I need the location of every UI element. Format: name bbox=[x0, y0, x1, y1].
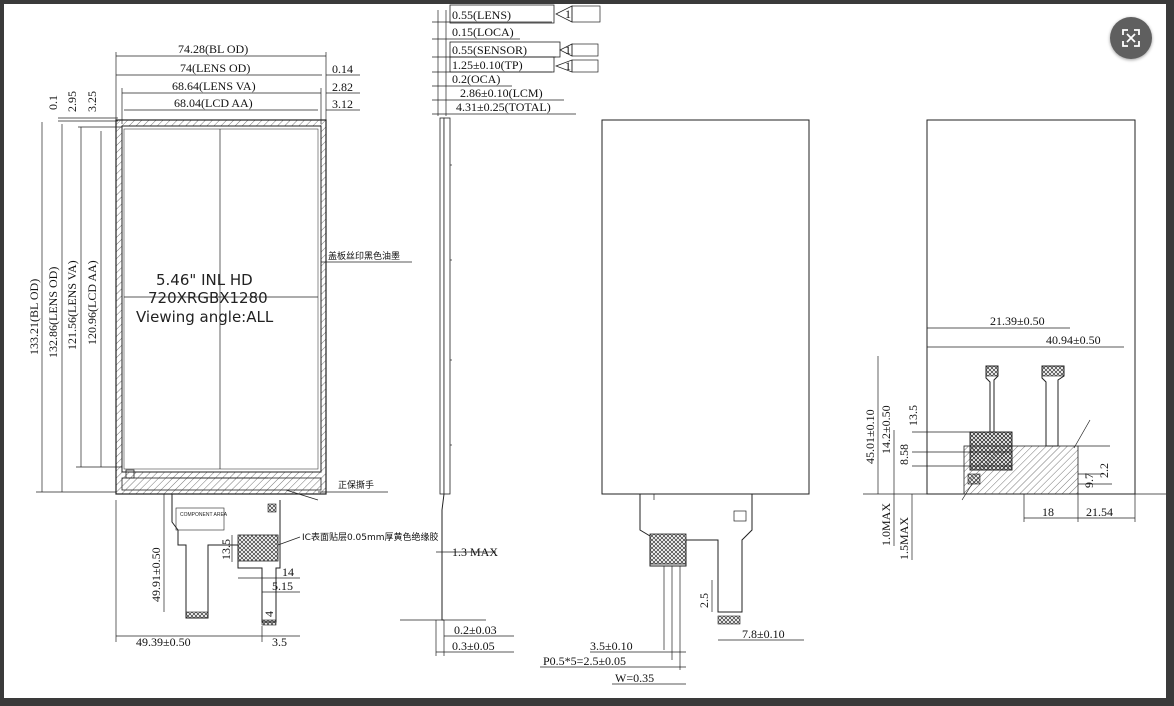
flag-lens: 1 bbox=[565, 7, 571, 21]
dim-right-14-2: 14.2±0.50 bbox=[879, 405, 893, 454]
layer-oca: 0.2(OCA) bbox=[452, 72, 500, 86]
dim-right-2-2: 2.2 bbox=[1097, 463, 1111, 478]
layer-tp: 1.25±0.10(TP) bbox=[452, 58, 523, 72]
dim-right-1-5max: 1.5MAX bbox=[897, 517, 911, 560]
dim-right-3-12: 3.12 bbox=[332, 97, 353, 111]
dim-lcd-aa-height: 120.96(LCD AA) bbox=[85, 260, 99, 345]
dim-right-21-54: 21.54 bbox=[1086, 505, 1113, 519]
note-black-ink: 盖板丝印黑色油墨 bbox=[328, 250, 400, 262]
layer-sensor: 0.55(SENSOR) bbox=[452, 43, 527, 57]
dim-fpc-length: 49.91±0.50 bbox=[149, 547, 163, 602]
right-detail-view: 21.39±0.50 40.94±0.50 45.01±0.10 14.2±0.… bbox=[863, 119, 1166, 560]
layer-total: 4.31±0.25(TOTAL) bbox=[456, 100, 551, 114]
dim-right-18: 18 bbox=[1042, 505, 1054, 519]
dim-fpc-thickness-max: 1.3 MAX bbox=[452, 545, 498, 559]
dim-right-2-82: 2.82 bbox=[332, 80, 353, 94]
dim-top-3-25: 3.25 bbox=[85, 91, 99, 112]
dim-lcd-aa-width: 68.04(LCD AA) bbox=[174, 96, 253, 110]
note-ic-insulation: IC表面贴层0.05mm厚黄色绝缘胶 bbox=[302, 531, 439, 543]
close-image-button[interactable] bbox=[1110, 17, 1152, 59]
dim-right-45-01: 45.01±0.10 bbox=[863, 409, 877, 464]
dim-right-0-14: 0.14 bbox=[332, 62, 353, 76]
dim-bl-od-width: 74.28(BL OD) bbox=[178, 42, 248, 56]
dim-right-8-58: 8.58 bbox=[897, 444, 911, 465]
front-view: 74.28(BL OD) 74(LENS OD) 68.64(LENS VA) … bbox=[27, 42, 439, 649]
panel-size-text: 5.46" INL HD bbox=[156, 271, 253, 289]
dim-back-2-5: 2.5 bbox=[697, 593, 711, 608]
dim-back-width: W=0.35 bbox=[615, 671, 654, 685]
dim-top-0-1: 0.1 bbox=[46, 95, 60, 110]
dim-back-3-5: 3.5±0.10 bbox=[590, 639, 633, 653]
layer-lens: 0.55(LENS) bbox=[452, 8, 511, 22]
dim-fpc-4: 4 bbox=[262, 611, 276, 617]
dim-side-0-3: 0.3±0.05 bbox=[452, 639, 495, 653]
dim-lens-va-height: 121.56(LENS VA) bbox=[65, 260, 79, 350]
viewing-angle-text: Viewing angle:ALL bbox=[136, 308, 274, 326]
flag-sensor: 1 bbox=[565, 43, 571, 57]
dim-right-13-5: 13.5 bbox=[906, 405, 920, 426]
back-view: 2.5 3.5±0.10 P0.5*5=2.5±0.05 W=0.35 7.8±… bbox=[540, 119, 810, 685]
note-protect-film: 正保撕手 bbox=[338, 479, 374, 491]
dim-bl-od-height: 133.21(BL OD) bbox=[27, 279, 41, 355]
dim-right-1-0max: 1.0MAX bbox=[879, 503, 893, 546]
dim-top-2-95: 2.95 bbox=[65, 91, 79, 112]
side-view: 0.55(LENS) 0.15(LOCA) 0.55(SENSOR) 1.25±… bbox=[400, 4, 601, 656]
component-area-label: COMPONENT AREA bbox=[180, 512, 228, 518]
dim-fpc-5-15: 5.15 bbox=[272, 579, 293, 593]
layer-loca: 0.15(LOCA) bbox=[452, 25, 514, 39]
dim-fpc-14: 14 bbox=[282, 565, 294, 579]
dim-fpc-3-5: 3.5 bbox=[272, 635, 287, 649]
dim-back-7-8: 7.8±0.10 bbox=[742, 627, 785, 641]
panel-resolution-text: 720XRGBX1280 bbox=[148, 289, 268, 307]
dim-side-0-2: 0.2±0.03 bbox=[454, 623, 497, 637]
layer-lcm: 2.86±0.10(LCM) bbox=[460, 86, 543, 100]
dim-lens-od-height: 132.86(LENS OD) bbox=[46, 267, 60, 358]
dim-back-pitch: P0.5*5=2.5±0.05 bbox=[543, 654, 626, 668]
flag-tp: 1 bbox=[565, 59, 571, 73]
dim-fpc-13-5: 13.5 bbox=[219, 539, 233, 560]
dim-right-21-39: 21.39±0.50 bbox=[990, 314, 1045, 328]
dim-lens-va-width: 68.64(LENS VA) bbox=[172, 79, 256, 93]
close-image-icon bbox=[1122, 29, 1140, 47]
dim-lens-od-width: 74(LENS OD) bbox=[180, 61, 250, 75]
dim-fpc-offset: 49.39±0.50 bbox=[136, 635, 191, 649]
dim-right-40-94: 40.94±0.50 bbox=[1046, 333, 1101, 347]
dim-right-9-7: 9.7 bbox=[1082, 473, 1096, 488]
